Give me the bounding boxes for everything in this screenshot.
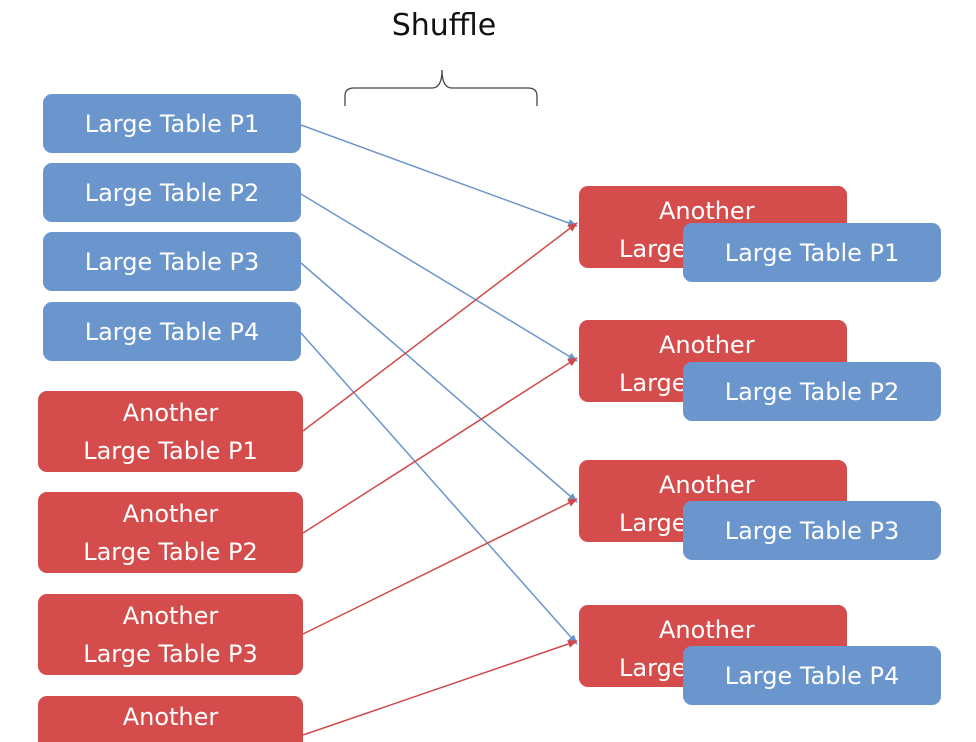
connector-blue-p4: [300, 332, 578, 645]
box-label-line1: Another: [659, 471, 755, 499]
box-label: Large Table P4: [724, 661, 900, 690]
box-label-line2: Large: [619, 369, 687, 397]
left-large-table-p4: Large Table P4: [43, 302, 301, 361]
box-label-line2: Large Table P2: [83, 537, 258, 566]
left-large-table-p2: Large Table P2: [43, 163, 301, 222]
box-label-line2: Large Table P3: [83, 639, 258, 668]
box-label: Large Table P2: [84, 178, 260, 207]
left-another-large-table-p3: Another Large Table P3: [38, 594, 303, 675]
shuffle-brace: [344, 69, 538, 106]
box-label-line1: Another: [122, 601, 219, 630]
connector-blue-p3: [300, 262, 578, 503]
box-label: Large Table P1: [724, 238, 900, 267]
left-another-large-table-p4: Another: [38, 696, 303, 742]
box-label: Large Table P4: [84, 317, 260, 346]
connector-red-p3: [302, 498, 578, 635]
box-label-line1: Another: [659, 616, 755, 644]
connector-red-p2: [302, 357, 578, 534]
right-large-table-p3: Large Table P3: [683, 501, 941, 560]
box-label-line2: Large: [619, 654, 687, 682]
diagram-title: Shuffle: [391, 8, 497, 43]
box-label-line1: Another: [659, 197, 755, 225]
connector-blue-p1: [300, 124, 578, 227]
box-label: Large Table P2: [724, 377, 900, 406]
box-label-line1: Another: [122, 703, 219, 731]
connector-red-p4: [302, 640, 578, 736]
left-another-large-table-p1: Another Large Table P1: [38, 391, 303, 472]
connector-blue-p2: [300, 193, 578, 362]
box-label-line1: Another: [122, 499, 219, 528]
box-label: Large Table P3: [84, 247, 260, 276]
connector-red-p1: [302, 222, 578, 432]
box-label-line1: Another: [659, 331, 755, 359]
box-label: Large Table P3: [724, 516, 900, 545]
right-another-large-table-p2: Another Large: [579, 320, 847, 402]
left-large-table-p1: Large Table P1: [43, 94, 301, 153]
right-large-table-p4: Large Table P4: [683, 646, 941, 705]
box-label-line2: Large Table P1: [83, 436, 258, 465]
box-label-line2: Large: [619, 509, 687, 537]
left-large-table-p3: Large Table P3: [43, 232, 301, 291]
box-label-line1: Another: [122, 398, 219, 427]
box-label: Large Table P1: [84, 109, 260, 138]
right-large-table-p2: Large Table P2: [683, 362, 941, 421]
right-large-table-p1: Large Table P1: [683, 223, 941, 282]
box-label-line2: Large: [619, 235, 687, 263]
left-another-large-table-p2: Another Large Table P2: [38, 492, 303, 573]
